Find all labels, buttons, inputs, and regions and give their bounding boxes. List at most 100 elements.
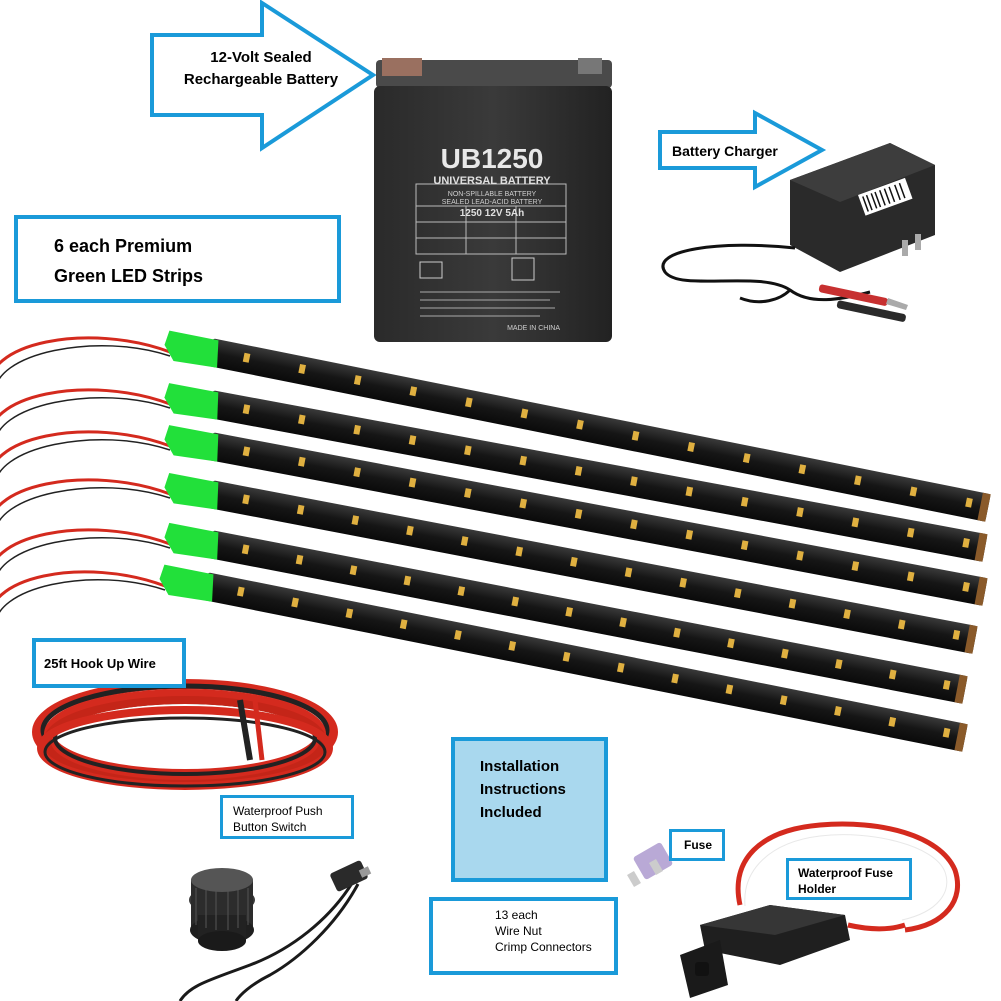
fuse-label-text: Fuse (684, 838, 713, 852)
red-lead-wire (0, 478, 171, 508)
led-chip (734, 588, 742, 599)
black-lead-wire (0, 579, 166, 614)
led-chip (796, 507, 804, 518)
strip-end-cap (974, 576, 988, 606)
led-chip (906, 571, 915, 582)
hookup-wire-coil-image (32, 679, 338, 790)
led-chip (291, 597, 299, 608)
green-connector (164, 330, 219, 368)
led-chip (888, 669, 897, 680)
led-chip (511, 596, 520, 607)
led-chip (464, 488, 472, 499)
led-chip (515, 546, 524, 557)
black-lead-wire (0, 439, 171, 474)
connectors-label-line2: Wire Nut (495, 924, 542, 938)
led-chip (296, 504, 305, 515)
led-chip (457, 586, 466, 597)
led-strip (0, 425, 988, 606)
led-chip (740, 540, 749, 551)
push-button-switch-image (178, 860, 372, 1001)
led-chip (619, 617, 627, 628)
led-chip (565, 606, 573, 617)
black-lead-wire (0, 345, 171, 380)
led-chip (630, 519, 638, 530)
charger-label-text: Battery Charger (672, 143, 778, 159)
hookup-wire-label-text: 25ft Hook Up Wire (44, 656, 156, 671)
led-chip (576, 419, 584, 430)
led-chip (616, 662, 625, 673)
led-chip (399, 619, 408, 630)
green-connector (159, 564, 214, 602)
led-strip-body (202, 572, 968, 752)
led-chip (740, 496, 749, 507)
red-lead-wire (0, 388, 171, 418)
connectors-label-line3: Crimp Connectors (495, 940, 592, 954)
red-lead-wire (0, 570, 166, 599)
led-chip (464, 445, 472, 456)
led-chip (942, 679, 951, 690)
strip-end-cap (977, 492, 991, 522)
instructions-line3: Included (480, 804, 542, 821)
battery-line2-text: SEALED LEAD-ACID BATTERY (442, 199, 543, 206)
led-chip (298, 363, 306, 374)
fuse-holder-label: Waterproof Fuse Holder (786, 858, 912, 900)
battery-label-line2: Rechargeable Battery (183, 71, 339, 88)
battery-charger-image (661, 143, 935, 322)
led-chip (409, 386, 418, 397)
led-chip (408, 435, 417, 446)
charger-label: Battery Charger (664, 138, 822, 164)
led-chip (962, 537, 970, 548)
led-strip (0, 522, 968, 704)
battery-arrow-shape (150, 0, 377, 152)
led-chip (520, 408, 529, 419)
fuse-holder-label-line2: Holder (798, 882, 837, 896)
led-chip (906, 527, 915, 538)
charger-arrow-shape (658, 109, 827, 191)
led-chip (236, 586, 245, 597)
push-switch-label-line1: Waterproof Push (233, 804, 323, 818)
led-chip (454, 630, 462, 641)
led-chip (460, 536, 469, 547)
led-chip (574, 508, 583, 519)
led-strip-body (207, 432, 988, 606)
led-chip (406, 525, 414, 536)
led-strips-label: 6 each Premium Green LED Strips (14, 215, 341, 303)
push-switch-label: Waterproof Push Button Switch (220, 795, 354, 839)
connectors-label-line1: 13 each (495, 908, 538, 922)
led-chip (843, 609, 851, 620)
fuse-holder-image (680, 821, 961, 998)
led-chip (403, 575, 412, 586)
fuse-label: Fuse (669, 829, 725, 861)
strip-end-cap (964, 624, 978, 654)
led-strips-label-line2: Green LED Strips (54, 266, 204, 286)
led-chip (742, 453, 751, 464)
led-strip (0, 330, 991, 522)
led-chip (909, 486, 918, 497)
led-chip (242, 494, 250, 505)
led-chip (353, 375, 362, 386)
connectors-label: 13 each Wire Nut Crimp Connectors (429, 897, 618, 975)
led-chip (630, 476, 638, 487)
led-chip (888, 716, 897, 727)
battery-image: UB1250 UNIVERSAL BATTERY NON-SPILLABLE B… (374, 58, 612, 342)
led-strips-group (0, 330, 991, 752)
led-strip (0, 564, 968, 752)
led-chip (942, 727, 951, 738)
led-strips-label-line1: 6 each Premium (54, 236, 193, 256)
black-lead-wire (0, 537, 171, 572)
battery-label-line1: 12-Volt Sealed (210, 49, 312, 66)
red-lead-wire (0, 430, 171, 460)
led-strip-body (207, 390, 988, 562)
led-chip (242, 446, 251, 457)
led-chip (965, 497, 973, 508)
instructions-line2: Instructions (480, 781, 566, 798)
led-chip (854, 475, 862, 486)
led-chip (781, 648, 789, 659)
led-chip (673, 627, 681, 638)
red-lead-wire (0, 336, 171, 366)
instructions-box: Installation Instructions Included (451, 737, 608, 882)
led-chip (725, 684, 734, 695)
strip-end-cap (954, 722, 968, 752)
led-chip (631, 430, 640, 441)
